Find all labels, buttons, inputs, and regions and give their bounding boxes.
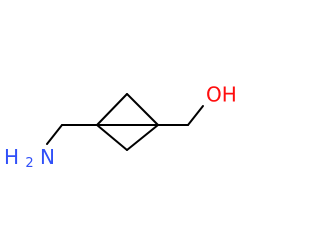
hydroxyl-label: OH <box>206 83 237 107</box>
bond-ch2-to-oxygen <box>187 105 204 126</box>
bond-top-to-bridgehead-right <box>126 93 159 126</box>
bond-bridgehead-left-to-top <box>96 93 128 126</box>
amine-hydrogen: H <box>4 145 19 169</box>
amine-subscript: 2 <box>25 156 33 171</box>
bond-ch2-to-nitrogen <box>46 124 63 145</box>
amine-nitrogen: N <box>40 145 55 169</box>
amine-label: H 2 N <box>4 145 55 174</box>
bond-bridgehead-left-to-bottom <box>96 124 128 151</box>
molecule-structure: OH H 2 N <box>4 83 237 174</box>
bond-bottom-to-bridgehead-right <box>126 124 159 151</box>
